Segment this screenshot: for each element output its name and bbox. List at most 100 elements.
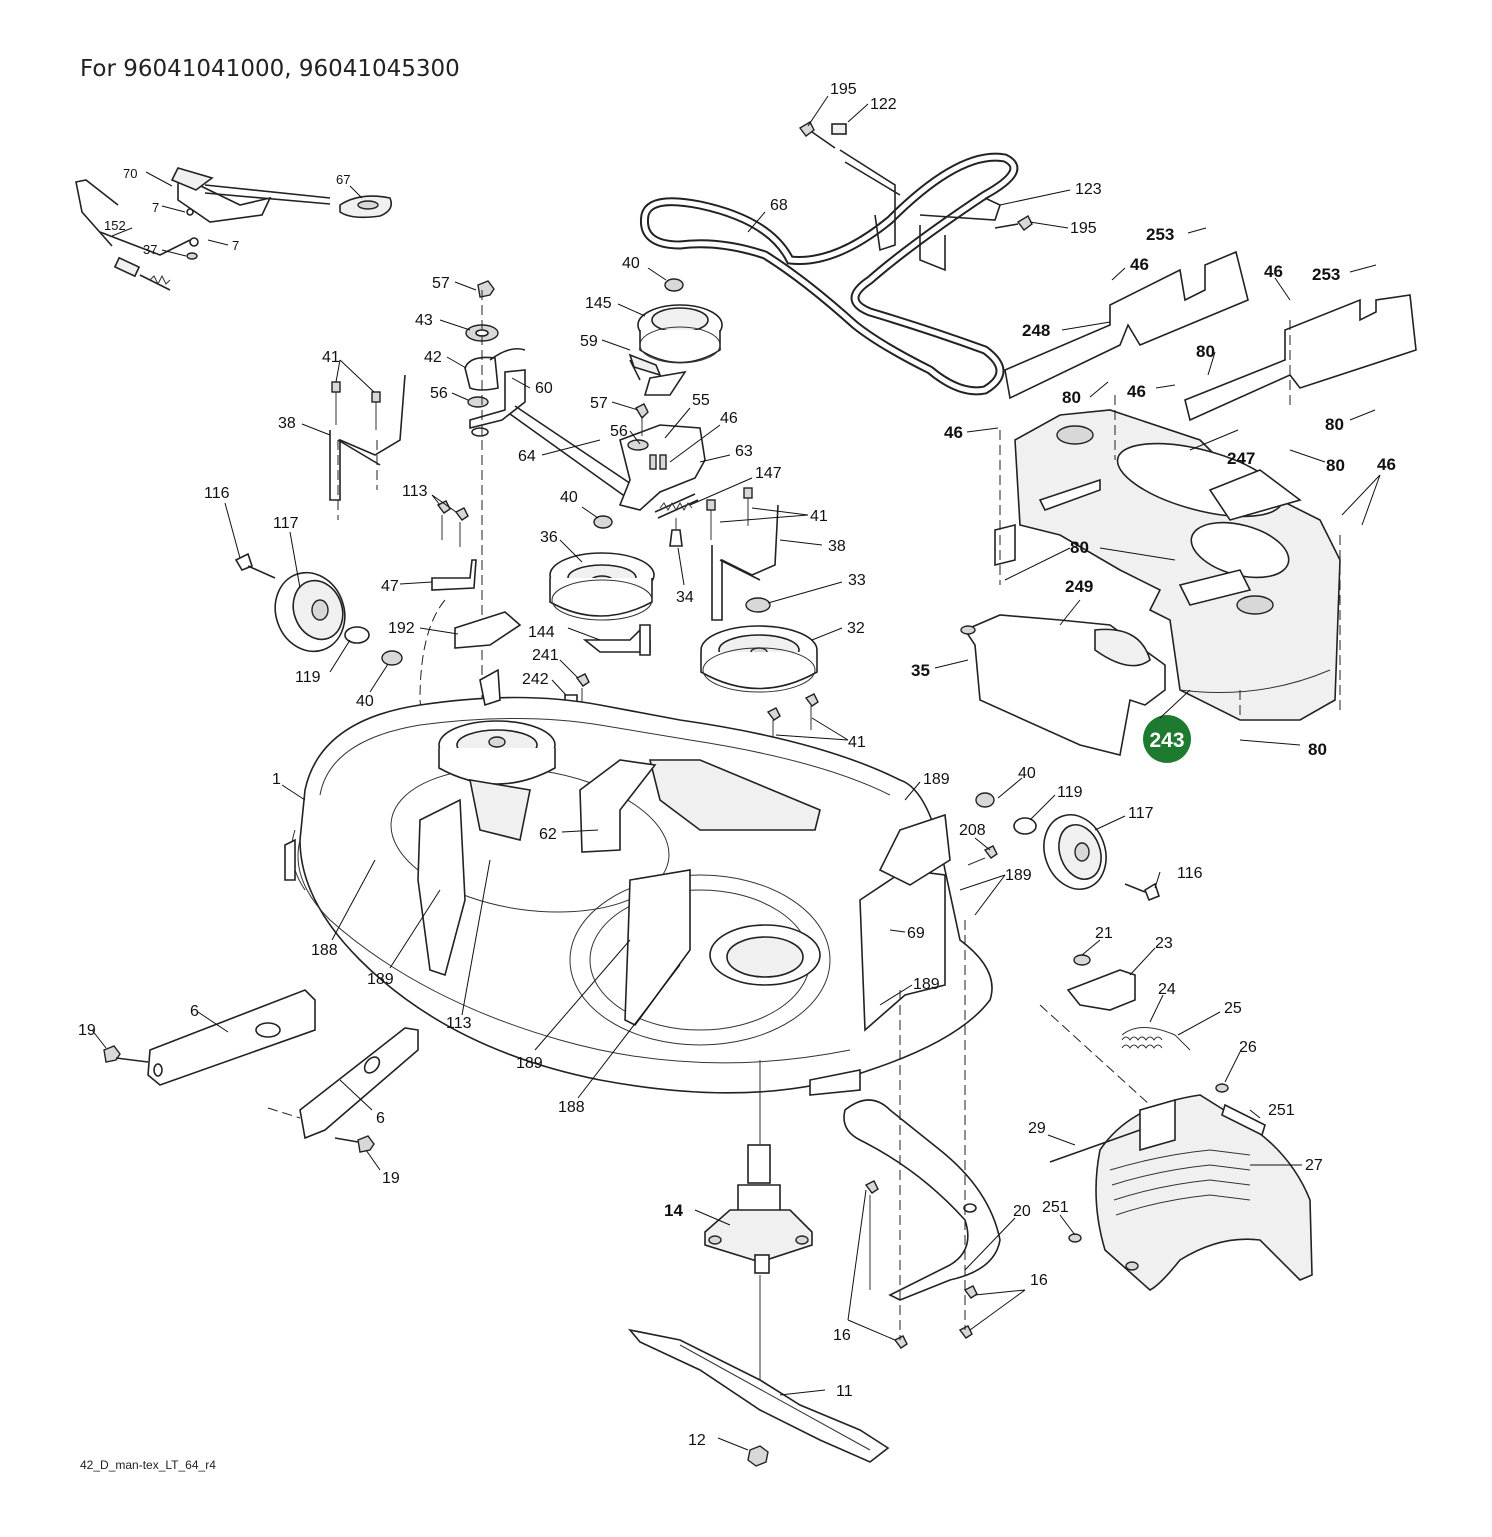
callout-6[interactable]: 6 — [190, 1003, 199, 1020]
callout-11[interactable]: 11 — [836, 1383, 853, 1400]
callout-253[interactable]: 253 — [1146, 225, 1174, 244]
callout-208[interactable]: 208 — [959, 822, 986, 839]
callout-189[interactable]: 189 — [1005, 867, 1032, 884]
callout-192[interactable]: 192 — [388, 620, 415, 637]
callout-55[interactable]: 55 — [692, 392, 710, 409]
callout-40[interactable]: 40 — [560, 489, 578, 506]
callout-57[interactable]: 57 — [590, 395, 608, 412]
callout-147[interactable]: 147 — [755, 465, 782, 482]
callout-47[interactable]: 47 — [381, 578, 399, 595]
callout-14[interactable]: 14 — [664, 1201, 683, 1220]
callout-80[interactable]: 80 — [1062, 388, 1081, 407]
callout-46[interactable]: 46 — [720, 410, 738, 427]
callout-57[interactable]: 57 — [432, 275, 450, 292]
callout-116[interactable]: 116 — [204, 485, 230, 502]
callout-46[interactable]: 46 — [1130, 255, 1149, 274]
callout-119[interactable]: 119 — [1057, 784, 1083, 801]
callout-35[interactable]: 35 — [911, 661, 930, 680]
callout-67[interactable]: 67 — [336, 172, 350, 187]
callout-38[interactable]: 38 — [278, 415, 296, 432]
callout-144[interactable]: 144 — [528, 624, 555, 641]
callout-7[interactable]: 7 — [152, 200, 159, 215]
callout-122[interactable]: 122 — [870, 96, 897, 113]
callout-6[interactable]: 6 — [376, 1110, 385, 1127]
callout-113[interactable]: 113 — [402, 483, 428, 500]
callout-42[interactable]: 42 — [424, 349, 442, 366]
callout-251[interactable]: 251 — [1268, 1102, 1295, 1119]
callout-80[interactable]: 80 — [1325, 415, 1344, 434]
callout-249[interactable]: 249 — [1065, 577, 1093, 596]
callout-27[interactable]: 27 — [1305, 1157, 1323, 1174]
callout-145[interactable]: 145 — [585, 295, 612, 312]
callout-69[interactable]: 69 — [907, 925, 925, 942]
callout-195[interactable]: 195 — [1070, 220, 1097, 237]
callout-195[interactable]: 195 — [830, 81, 857, 98]
callout-12[interactable]: 12 — [688, 1432, 706, 1449]
callout-152[interactable]: 152 — [104, 218, 126, 233]
callout-80[interactable]: 80 — [1070, 538, 1089, 557]
callout-29[interactable]: 29 — [1028, 1120, 1046, 1137]
callout-21[interactable]: 21 — [1095, 925, 1113, 942]
callout-36[interactable]: 36 — [540, 529, 558, 546]
callout-188[interactable]: 188 — [558, 1099, 585, 1116]
callout-241[interactable]: 241 — [532, 647, 559, 664]
callout-34[interactable]: 34 — [676, 589, 694, 606]
callout-70[interactable]: 70 — [123, 166, 137, 181]
callout-40[interactable]: 40 — [1018, 765, 1036, 782]
callout-113[interactable]: 113 — [446, 1015, 472, 1032]
callout-26[interactable]: 26 — [1239, 1039, 1257, 1056]
callout-117[interactable]: 117 — [1128, 805, 1154, 822]
callout-46[interactable]: 46 — [1377, 455, 1396, 474]
callout-248[interactable]: 248 — [1022, 321, 1050, 340]
callout-116[interactable]: 116 — [1177, 865, 1203, 882]
callout-7[interactable]: 7 — [232, 238, 239, 253]
callout-242[interactable]: 242 — [522, 671, 549, 688]
callout-32[interactable]: 32 — [847, 620, 865, 637]
callout-56[interactable]: 56 — [610, 423, 628, 440]
callout-41[interactable]: 41 — [848, 734, 866, 751]
callout-40[interactable]: 40 — [622, 255, 640, 272]
callout-16[interactable]: 16 — [833, 1327, 851, 1344]
callout-189[interactable]: 189 — [516, 1055, 543, 1072]
callout-33[interactable]: 33 — [848, 572, 866, 589]
callout-24[interactable]: 24 — [1158, 981, 1176, 998]
callout-20[interactable]: 20 — [1013, 1203, 1031, 1220]
callout-46[interactable]: 46 — [944, 423, 963, 442]
callout-46[interactable]: 46 — [1264, 262, 1283, 281]
callout-60[interactable]: 60 — [535, 380, 553, 397]
callout-188[interactable]: 188 — [311, 942, 338, 959]
callout-23[interactable]: 23 — [1155, 935, 1173, 952]
callout-46[interactable]: 46 — [1127, 382, 1146, 401]
callout-56[interactable]: 56 — [430, 385, 448, 402]
highlight-marker-243[interactable] — [1143, 715, 1191, 763]
callout-189[interactable]: 189 — [923, 771, 950, 788]
callout-189[interactable]: 189 — [913, 976, 940, 993]
callout-41[interactable]: 41 — [322, 349, 340, 366]
callout-251[interactable]: 251 — [1042, 1199, 1069, 1216]
callout-59[interactable]: 59 — [580, 333, 598, 350]
callout-189[interactable]: 189 — [367, 971, 394, 988]
callout-247[interactable]: 247 — [1227, 449, 1255, 468]
callout-123[interactable]: 123 — [1075, 181, 1102, 198]
callout-63[interactable]: 63 — [735, 443, 753, 460]
callout-1[interactable]: 1 — [272, 771, 281, 788]
callout-41[interactable]: 41 — [810, 508, 828, 525]
callout-37[interactable]: 37 — [143, 242, 157, 257]
callout-19[interactable]: 19 — [78, 1022, 96, 1039]
callout-80[interactable]: 80 — [1326, 456, 1345, 475]
callout-117[interactable]: 117 — [273, 515, 299, 532]
callout-16[interactable]: 16 — [1030, 1272, 1048, 1289]
callout-80[interactable]: 80 — [1196, 342, 1215, 361]
callout-19[interactable]: 19 — [382, 1170, 400, 1187]
callout-64[interactable]: 64 — [518, 448, 536, 465]
callout-40[interactable]: 40 — [356, 693, 374, 710]
callout-62[interactable]: 62 — [539, 826, 557, 843]
callout-68[interactable]: 68 — [770, 197, 788, 214]
callout-80[interactable]: 80 — [1308, 740, 1327, 759]
callout-119[interactable]: 119 — [295, 669, 321, 686]
callout-253[interactable]: 253 — [1312, 265, 1340, 284]
callout-38[interactable]: 38 — [828, 538, 846, 555]
callout-243[interactable]: 243 — [1149, 729, 1184, 752]
callout-43[interactable]: 43 — [415, 312, 433, 329]
callout-25[interactable]: 25 — [1224, 1000, 1242, 1017]
